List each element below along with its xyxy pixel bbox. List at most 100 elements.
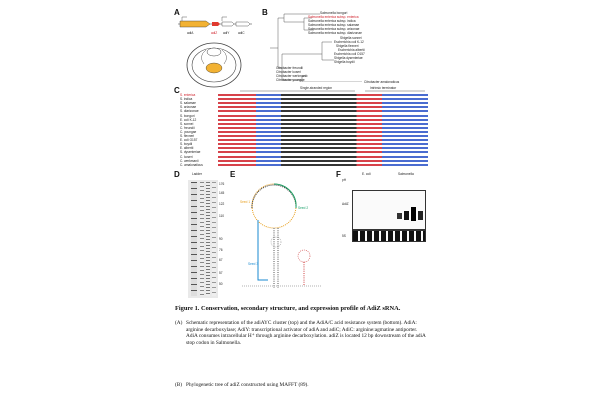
alignment-row-label: S. boydii: [180, 142, 193, 147]
mark-5: 90: [219, 237, 223, 241]
panel-b-label: B: [262, 8, 268, 17]
row-5s: 5S: [342, 234, 346, 238]
alignment-sequence: [218, 102, 428, 105]
taxon-8: Escherichia coli K-12: [334, 40, 364, 44]
alignment-sequence: [218, 139, 428, 142]
panel-e-label: E: [230, 170, 236, 179]
taxon-1: Salmonella bongori: [320, 11, 348, 15]
taxon-3: Salmonella enterica subsp. indica: [308, 19, 356, 23]
alignment-row-label: C. freundii: [180, 125, 195, 130]
seed-2-label: Seed 2: [298, 206, 309, 210]
taxon-17: Citrobacter youngae: [276, 78, 305, 82]
mark-9: 50: [219, 282, 223, 286]
alignment-row-label: S. sonnei: [180, 121, 194, 126]
ladder-label: Ladder: [192, 172, 202, 176]
caption-text-a: Schematic representation of the adiAYC c…: [186, 320, 426, 346]
alignment-sequence: [218, 143, 428, 146]
alignment-row-label: C. koseri: [180, 154, 193, 159]
alignment-sequence: [218, 135, 428, 137]
alignment-row-label: S. arizonae: [180, 105, 197, 110]
alignment-row: E. albertii: [180, 146, 430, 150]
alignment-row-label: S. flexneri: [180, 134, 195, 138]
taxon-2: Salmonella enterica subsp. enterica: [308, 15, 359, 19]
gene-adiy: adiY: [223, 31, 230, 35]
alignment-row: S. salamae: [180, 101, 430, 105]
alignment-row: S. boydii: [180, 142, 430, 146]
taxon-10: Escherichia albertii: [338, 48, 365, 52]
panel-f-label: F: [336, 170, 341, 179]
alignment-row-label: E. coli O157: [180, 138, 198, 143]
alignment-sequence: [218, 159, 428, 162]
ph-label: pH: [342, 178, 347, 182]
band-3: [411, 207, 416, 221]
alignment-row: S. sonnei: [180, 122, 430, 126]
alignment-row: S. enterica: [180, 93, 430, 97]
mark-3: 122: [219, 202, 225, 206]
alignment-lines: [240, 90, 425, 92]
alignment-row: C. koseri: [180, 155, 430, 159]
taxon-7: Shigella sonnei: [340, 36, 362, 40]
band-2: [404, 211, 409, 220]
caption-text-b: Phylogenetic tree of adiZ constructed us…: [186, 382, 309, 388]
alignment-row-label: E. albertii: [180, 146, 194, 151]
alignment-sequence: [218, 163, 428, 166]
gene-adic: adiC: [238, 31, 245, 35]
alignment-row-label: S. salamae: [180, 101, 196, 106]
alignment-row: C. youngae: [180, 130, 430, 134]
caption-tag-a: (A): [175, 320, 183, 326]
panel-d-label: D: [174, 170, 180, 179]
alignment-row-label: S. bongori: [180, 113, 195, 118]
taxon-9: Shigella flexneri: [336, 44, 359, 48]
alignment-row: S. indica: [180, 97, 430, 101]
alignment-row-label: S. indica: [180, 97, 193, 102]
group-salmonella: Salmonella: [398, 172, 414, 176]
phylogenetic-tree: [270, 13, 362, 82]
seed-3-label: Seed 3: [248, 262, 259, 266]
mark-6: 76: [219, 248, 223, 252]
row-adiz: AdiZ: [342, 202, 349, 206]
alignment-row-label: C. youngae: [180, 129, 197, 134]
taxon-15: Citrobacter koseri: [276, 70, 301, 74]
alignment-row: S. diarizonae: [180, 109, 430, 113]
alignment-row: S. bongori: [180, 114, 430, 118]
alignment-row: C. freundii: [180, 126, 430, 130]
taxon-12: Shigella dysenteriae: [334, 56, 363, 60]
caption-tag-b: (B): [175, 382, 183, 388]
secondary-structure: [242, 183, 322, 288]
mark-2: 145: [219, 191, 225, 195]
alignment-sequence: [218, 114, 428, 117]
caption-item-a: (A) Schematic representation of the adiA…: [175, 320, 430, 376]
taxon-4: Salmonella enterica subsp. salamae: [308, 23, 360, 27]
alignment-row: E. coli O157: [180, 138, 430, 142]
caption-item-b: (B) Phylogenetic tree of adiZ constructe…: [175, 382, 430, 390]
panel-a-label: A: [174, 8, 180, 17]
alignment-row-label: S. diarizonae: [180, 109, 199, 114]
alignment-sequence: [218, 122, 428, 125]
alignment-sequence: [218, 98, 428, 101]
alignment-row-label: S. dysenteriae: [180, 150, 201, 155]
alignment-sequence: [218, 110, 428, 113]
alignment-row: S. flexneri: [180, 134, 430, 138]
band-4: [418, 211, 423, 220]
taxon-5: Salmonella enterica subsp. arizonae: [308, 27, 360, 31]
alignment-sequence: [218, 106, 428, 109]
taxon-16: Citrobacter werkmanii: [276, 74, 307, 78]
alignment-row: C. amalonaticus: [180, 163, 430, 167]
alignment-sequence: [218, 155, 428, 158]
mark-1: 176: [219, 182, 225, 186]
alignment-sequence: [218, 130, 428, 133]
gel-lane-3: [212, 182, 216, 296]
taxon-14: Citrobacter freundii: [276, 66, 303, 70]
alignment-row-label: C. werkmanii: [180, 158, 199, 163]
alignment-sequence: [218, 118, 428, 121]
panel-c-label: C: [174, 86, 180, 95]
alignment-sequence: [218, 94, 428, 96]
taxon-18: Citrobacter amalonaticus: [364, 80, 400, 84]
alignment-sequence: [218, 126, 428, 129]
mark-4: 110: [219, 214, 225, 218]
alignment-row-label: E. coli K-12: [180, 117, 197, 122]
alignment-row-label: C. amalonaticus: [180, 162, 203, 167]
taxon-13: Shigella boydii: [334, 60, 355, 64]
